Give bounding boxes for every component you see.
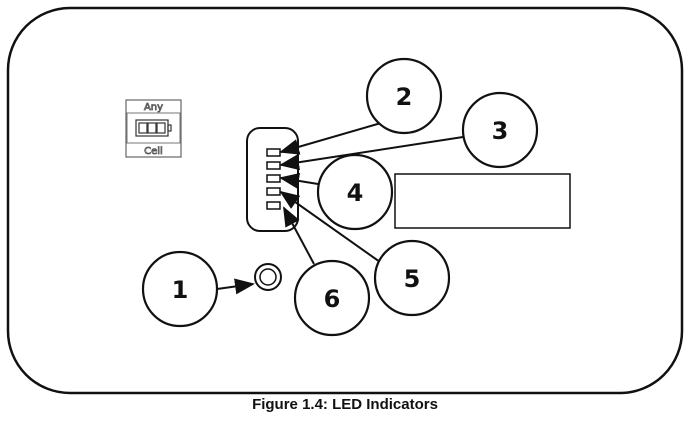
callout-1	[141, 250, 219, 328]
any-cell-logo: Any Cell	[125, 99, 182, 158]
led-4	[266, 187, 281, 196]
callout-6	[293, 259, 371, 337]
logo-text-any: Any	[144, 102, 163, 113]
battery-icon	[135, 119, 172, 137]
callout-label-1: 1	[172, 276, 189, 304]
arrow-3	[279, 136, 464, 171]
led-5	[266, 201, 281, 210]
figure-caption: Figure 1.4: LED Indicators	[252, 396, 438, 413]
callout-3	[461, 91, 539, 169]
callout-5	[373, 239, 451, 317]
callout-label-5: 5	[404, 265, 421, 293]
callout-4	[316, 153, 394, 231]
display-box	[394, 173, 571, 229]
led-lights	[266, 148, 281, 210]
led-1	[266, 148, 281, 157]
callout-label-4: 4	[347, 179, 364, 207]
power-button	[254, 263, 282, 291]
arrow-4	[279, 172, 319, 189]
led-3	[266, 174, 281, 183]
callout-2	[365, 57, 443, 135]
callout-label-3: 3	[492, 117, 509, 145]
arrow-1	[216, 278, 255, 295]
led-2	[266, 161, 281, 170]
callout-label-2: 2	[396, 83, 413, 111]
arrow-2	[279, 122, 382, 155]
arrow-6	[283, 206, 315, 265]
logo-text-cell: Cell	[144, 146, 163, 157]
arrows	[216, 122, 464, 295]
device-outline	[6, 6, 684, 395]
arrow-5	[279, 190, 381, 263]
callout-label-6: 6	[324, 285, 341, 313]
